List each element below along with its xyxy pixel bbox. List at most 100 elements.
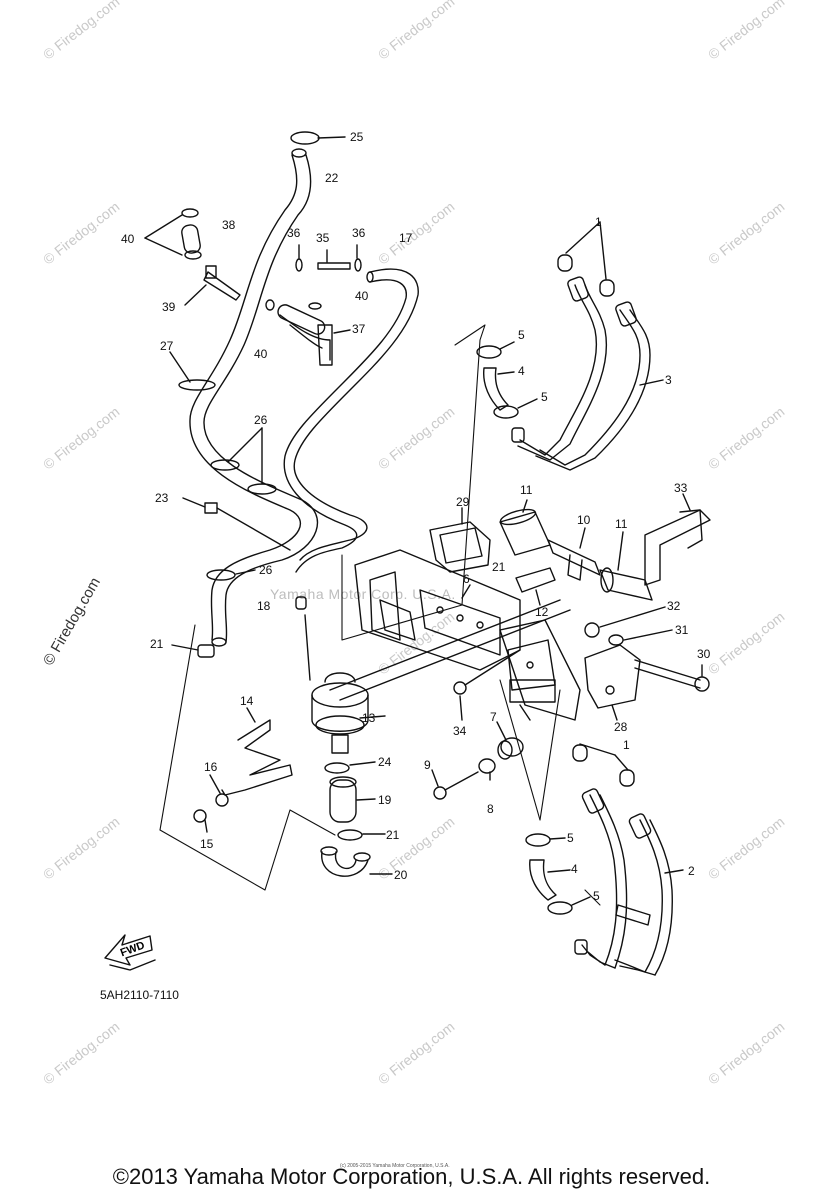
callout-35: 35 bbox=[316, 231, 330, 245]
pipe-3 bbox=[511, 221, 664, 471]
callout-24: 24 bbox=[378, 755, 392, 769]
part-code: 5AH2110-7110 bbox=[100, 988, 179, 1002]
grommet-7 bbox=[496, 721, 524, 760]
callout-20: 20 bbox=[394, 868, 408, 882]
callout-9: 9 bbox=[424, 758, 431, 772]
callout-40: 40 bbox=[355, 289, 369, 303]
fitting-39 bbox=[184, 265, 241, 306]
center-watermark: Yamaha Motor Corp. U.S.A. bbox=[270, 586, 456, 602]
callout-11: 11 bbox=[615, 517, 628, 531]
callout-2: 2 bbox=[688, 864, 695, 878]
callout-25: 25 bbox=[350, 130, 364, 144]
callout-3: 3 bbox=[665, 373, 672, 387]
bolt-30 bbox=[634, 659, 710, 692]
hose-20 bbox=[320, 846, 393, 877]
footer-small-text: (c) 2005-2015 Yamaha Motor Corporation, … bbox=[340, 1163, 450, 1169]
callout-36: 36 bbox=[287, 226, 301, 240]
hose-4-upper bbox=[476, 341, 538, 419]
clamp-27 bbox=[169, 351, 216, 391]
bracket-29 bbox=[429, 507, 491, 573]
callout-31: 31 bbox=[675, 623, 689, 637]
tube-38 bbox=[144, 208, 202, 260]
callout-34: 34 bbox=[453, 724, 467, 738]
nut-16 bbox=[209, 774, 229, 807]
bolt-34 bbox=[453, 649, 521, 721]
callout-7: 7 bbox=[490, 710, 497, 724]
manifold-block-right bbox=[499, 619, 581, 721]
clip-18 bbox=[295, 596, 307, 610]
fwd-arrow-icon bbox=[104, 934, 156, 971]
callout-21: 21 bbox=[492, 560, 506, 574]
callout-1: 1 bbox=[623, 738, 630, 752]
hose-4-lower bbox=[525, 833, 591, 915]
callout-29: 29 bbox=[456, 495, 470, 509]
callout-40: 40 bbox=[254, 347, 268, 361]
clip-21-left bbox=[171, 644, 215, 658]
hose-22 bbox=[189, 148, 319, 647]
valve-13 bbox=[304, 614, 386, 754]
callout-6: 6 bbox=[463, 572, 470, 586]
tube-11-top bbox=[499, 499, 551, 556]
hose-19 bbox=[329, 776, 376, 823]
clamp-21-lower bbox=[337, 829, 386, 841]
callout-14: 14 bbox=[240, 694, 254, 708]
callout-38: 38 bbox=[222, 218, 236, 232]
hose-37 bbox=[277, 304, 351, 366]
tube-11-right bbox=[599, 531, 653, 601]
collar-8 bbox=[478, 758, 496, 781]
tube-10 bbox=[547, 527, 601, 581]
manifold-block bbox=[354, 549, 521, 671]
bracket-33 bbox=[644, 493, 711, 586]
hose-17 bbox=[283, 268, 419, 573]
washer-32 bbox=[584, 606, 666, 638]
clamp-26 bbox=[206, 427, 277, 581]
callout-4: 4 bbox=[571, 862, 578, 876]
callout-labels: 25 22 38 40 36 35 36 17 39 40 37 40 27 2… bbox=[121, 130, 711, 903]
callout-36: 36 bbox=[352, 226, 366, 240]
callout-32: 32 bbox=[667, 599, 681, 613]
bolt-23 bbox=[182, 497, 291, 551]
clip-14 bbox=[221, 707, 293, 796]
callout-28: 28 bbox=[614, 720, 628, 734]
callout-8: 8 bbox=[487, 802, 494, 816]
callout-19: 19 bbox=[378, 793, 392, 807]
clamp-24 bbox=[324, 761, 376, 774]
tube-12 bbox=[515, 567, 556, 606]
callout-1: 1 bbox=[595, 215, 602, 229]
callout-40: 40 bbox=[121, 232, 135, 246]
copyright-notice: ©2013 Yamaha Motor Corporation, U.S.A. A… bbox=[112, 1164, 711, 1189]
callout-21: 21 bbox=[150, 637, 164, 651]
callout-18: 18 bbox=[257, 599, 271, 613]
callout-26: 26 bbox=[254, 413, 268, 427]
callout-4: 4 bbox=[518, 364, 525, 378]
callout-33: 33 bbox=[674, 481, 688, 495]
callout-5: 5 bbox=[593, 889, 600, 903]
callout-15: 15 bbox=[200, 837, 214, 851]
collar-31 bbox=[608, 629, 673, 646]
callout-12: 12 bbox=[535, 605, 549, 619]
callout-5: 5 bbox=[541, 390, 548, 404]
callout-27: 27 bbox=[160, 339, 174, 353]
callout-21: 21 bbox=[386, 828, 400, 842]
pipe-2 bbox=[572, 743, 684, 976]
callout-5: 5 bbox=[518, 328, 525, 342]
callout-10: 10 bbox=[577, 513, 591, 527]
group-outline bbox=[159, 324, 601, 906]
callout-16: 16 bbox=[204, 760, 218, 774]
callout-39: 39 bbox=[162, 300, 176, 314]
callout-30: 30 bbox=[697, 647, 711, 661]
screw-15 bbox=[193, 809, 208, 833]
callout-37: 37 bbox=[352, 322, 366, 336]
callout-5: 5 bbox=[567, 831, 574, 845]
bracket-28 bbox=[584, 644, 641, 721]
callout-22: 22 bbox=[325, 171, 339, 185]
clip-25 bbox=[290, 131, 346, 145]
bolt-9 bbox=[431, 769, 479, 800]
clips-36-35 bbox=[265, 244, 362, 311]
callout-26: 26 bbox=[259, 563, 273, 577]
callout-17: 17 bbox=[399, 231, 413, 245]
callout-11: 11 bbox=[520, 483, 533, 497]
callout-23: 23 bbox=[155, 491, 169, 505]
connecting-rod bbox=[329, 599, 571, 701]
